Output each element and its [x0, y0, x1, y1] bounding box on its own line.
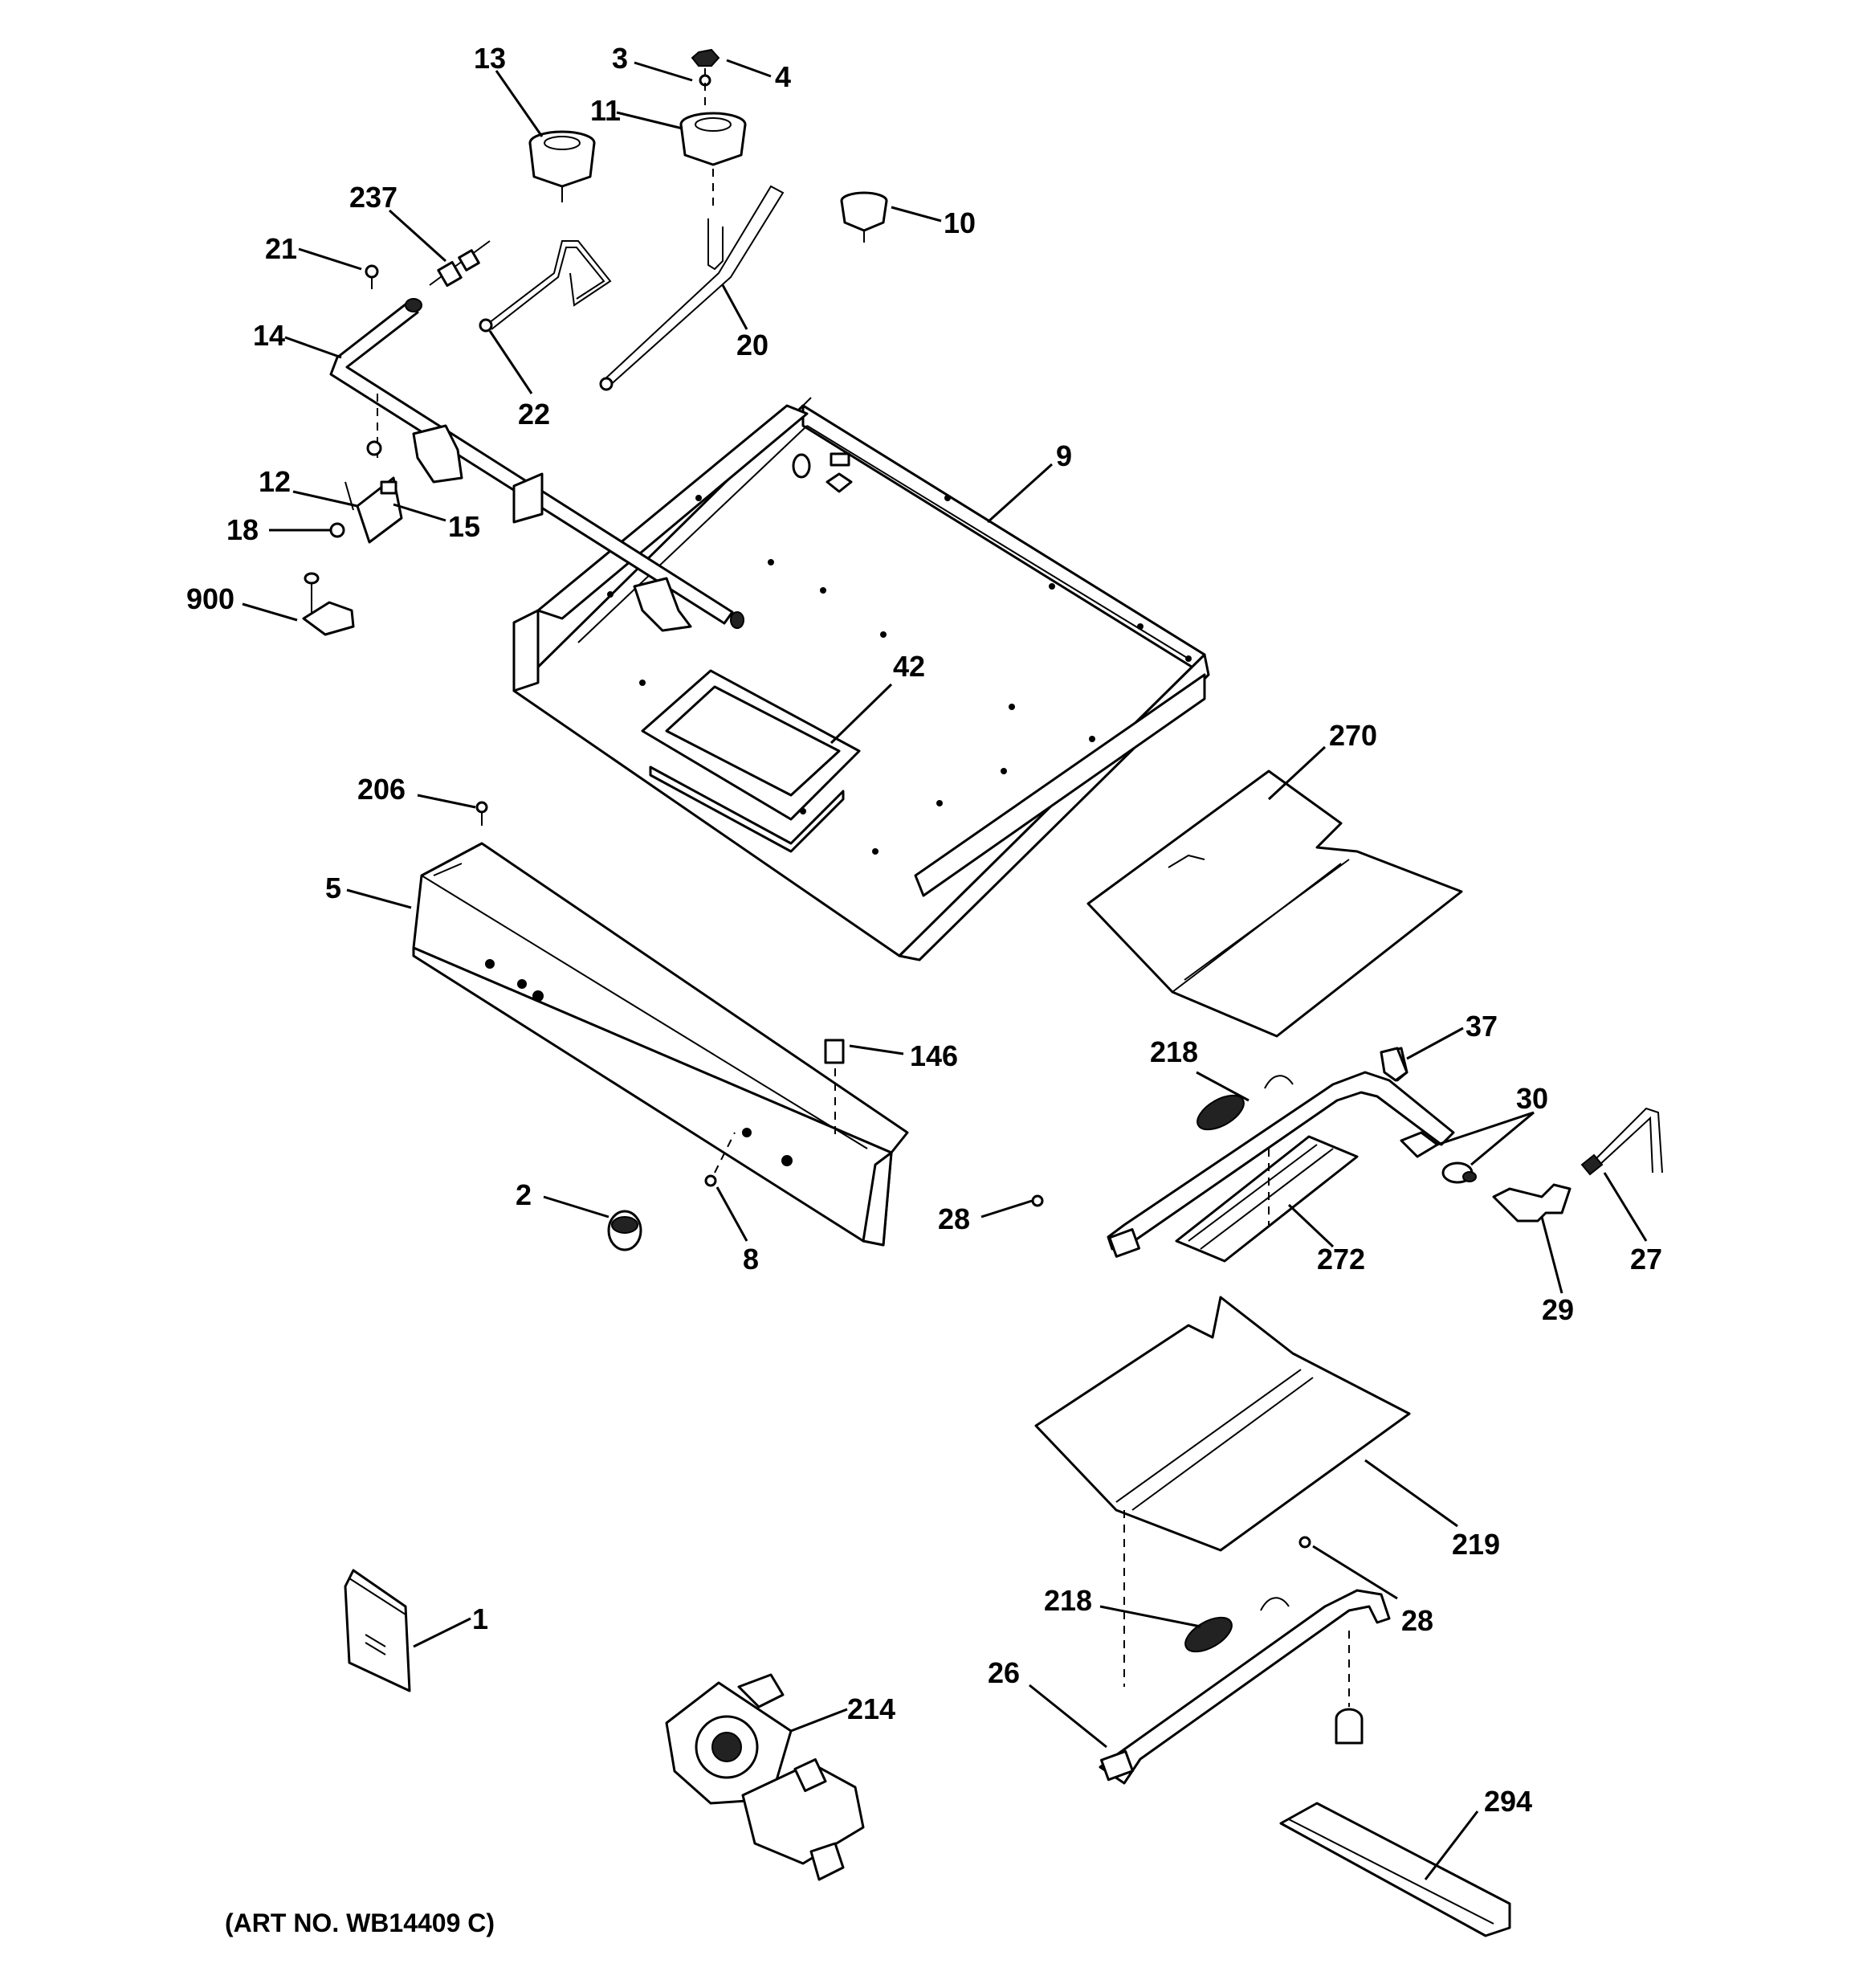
upper-burner — [1107, 1047, 1455, 1258]
label-8: 8 — [743, 1243, 759, 1276]
label-206: 206 — [357, 773, 406, 806]
part-206-screw — [475, 801, 488, 826]
label-9: 9 — [1056, 439, 1072, 472]
art-number-caption: (ART NO. WB14409 C) — [225, 1908, 495, 1937]
part-900-bracket — [302, 572, 355, 636]
label-28-lower: 28 — [1401, 1604, 1433, 1637]
label-12: 12 — [259, 465, 291, 498]
manifold-panel — [412, 842, 909, 1247]
burner-box — [512, 397, 1210, 961]
part-219-shield — [1034, 1296, 1411, 1687]
part-11-burner-head — [679, 112, 747, 210]
label-22: 22 — [518, 398, 550, 431]
leader-lines — [242, 59, 1648, 1880]
part-27-tube — [1580, 1107, 1663, 1176]
label-27: 27 — [1630, 1243, 1662, 1276]
label-218-upper: 218 — [1150, 1035, 1198, 1068]
part-28-clip-upper — [1031, 1194, 1044, 1207]
label-237: 237 — [349, 181, 397, 214]
label-37: 37 — [1466, 1010, 1498, 1043]
part-21-screw — [365, 264, 379, 289]
label-214: 214 — [847, 1692, 895, 1725]
part-272-baffle — [1175, 1135, 1359, 1263]
label-29: 29 — [1542, 1293, 1574, 1326]
label-218-lower: 218 — [1044, 1584, 1092, 1617]
callout-labels: 13 3 4 11 237 21 10 14 20 22 9 12 15 18 … — [186, 42, 1662, 1937]
label-11: 11 — [590, 94, 621, 127]
label-13: 13 — [474, 42, 506, 75]
part-270-shield — [1086, 769, 1463, 1038]
part-13-burner-head — [528, 130, 596, 202]
label-2: 2 — [516, 1178, 532, 1211]
label-270: 270 — [1329, 719, 1377, 752]
part-8-screw — [704, 1132, 736, 1187]
label-21: 21 — [265, 232, 297, 265]
label-18: 18 — [226, 513, 259, 546]
label-294: 294 — [1484, 1785, 1532, 1818]
label-26: 26 — [988, 1656, 1020, 1689]
part-2-knob — [607, 1210, 642, 1251]
part-294-deflector — [1279, 1802, 1511, 1937]
label-30: 30 — [1516, 1082, 1548, 1115]
part-20-tube — [599, 185, 785, 391]
label-4: 4 — [775, 60, 791, 93]
part-12-valve — [329, 394, 403, 544]
part-1-literature — [344, 1569, 411, 1692]
label-272: 272 — [1317, 1243, 1365, 1276]
part-26-burner — [1099, 1589, 1391, 1785]
label-28-upper: 28 — [938, 1202, 970, 1235]
part-28-clip-lower — [1298, 1536, 1311, 1549]
part-10-burner-head — [840, 191, 888, 243]
label-42: 42 — [893, 650, 925, 683]
label-3: 3 — [612, 42, 628, 75]
label-15: 15 — [448, 510, 480, 543]
part-3-4-cap-nut — [691, 48, 720, 108]
label-14: 14 — [253, 319, 285, 352]
part-37-bracket — [1380, 1047, 1408, 1082]
part-29-elbow — [1492, 1183, 1572, 1223]
part-146-clip — [824, 1039, 845, 1141]
part-214-regulator — [665, 1673, 865, 1881]
label-20: 20 — [736, 329, 768, 361]
manifold-pipe — [329, 298, 744, 632]
label-146: 146 — [910, 1039, 958, 1072]
label-219: 219 — [1452, 1528, 1500, 1561]
label-900: 900 — [186, 582, 234, 615]
label-1: 1 — [472, 1602, 488, 1635]
part-237-fitting — [429, 240, 491, 288]
label-10: 10 — [944, 206, 976, 239]
part-42-panel — [641, 669, 861, 853]
label-5: 5 — [325, 872, 341, 904]
part-22-tube — [479, 240, 612, 333]
